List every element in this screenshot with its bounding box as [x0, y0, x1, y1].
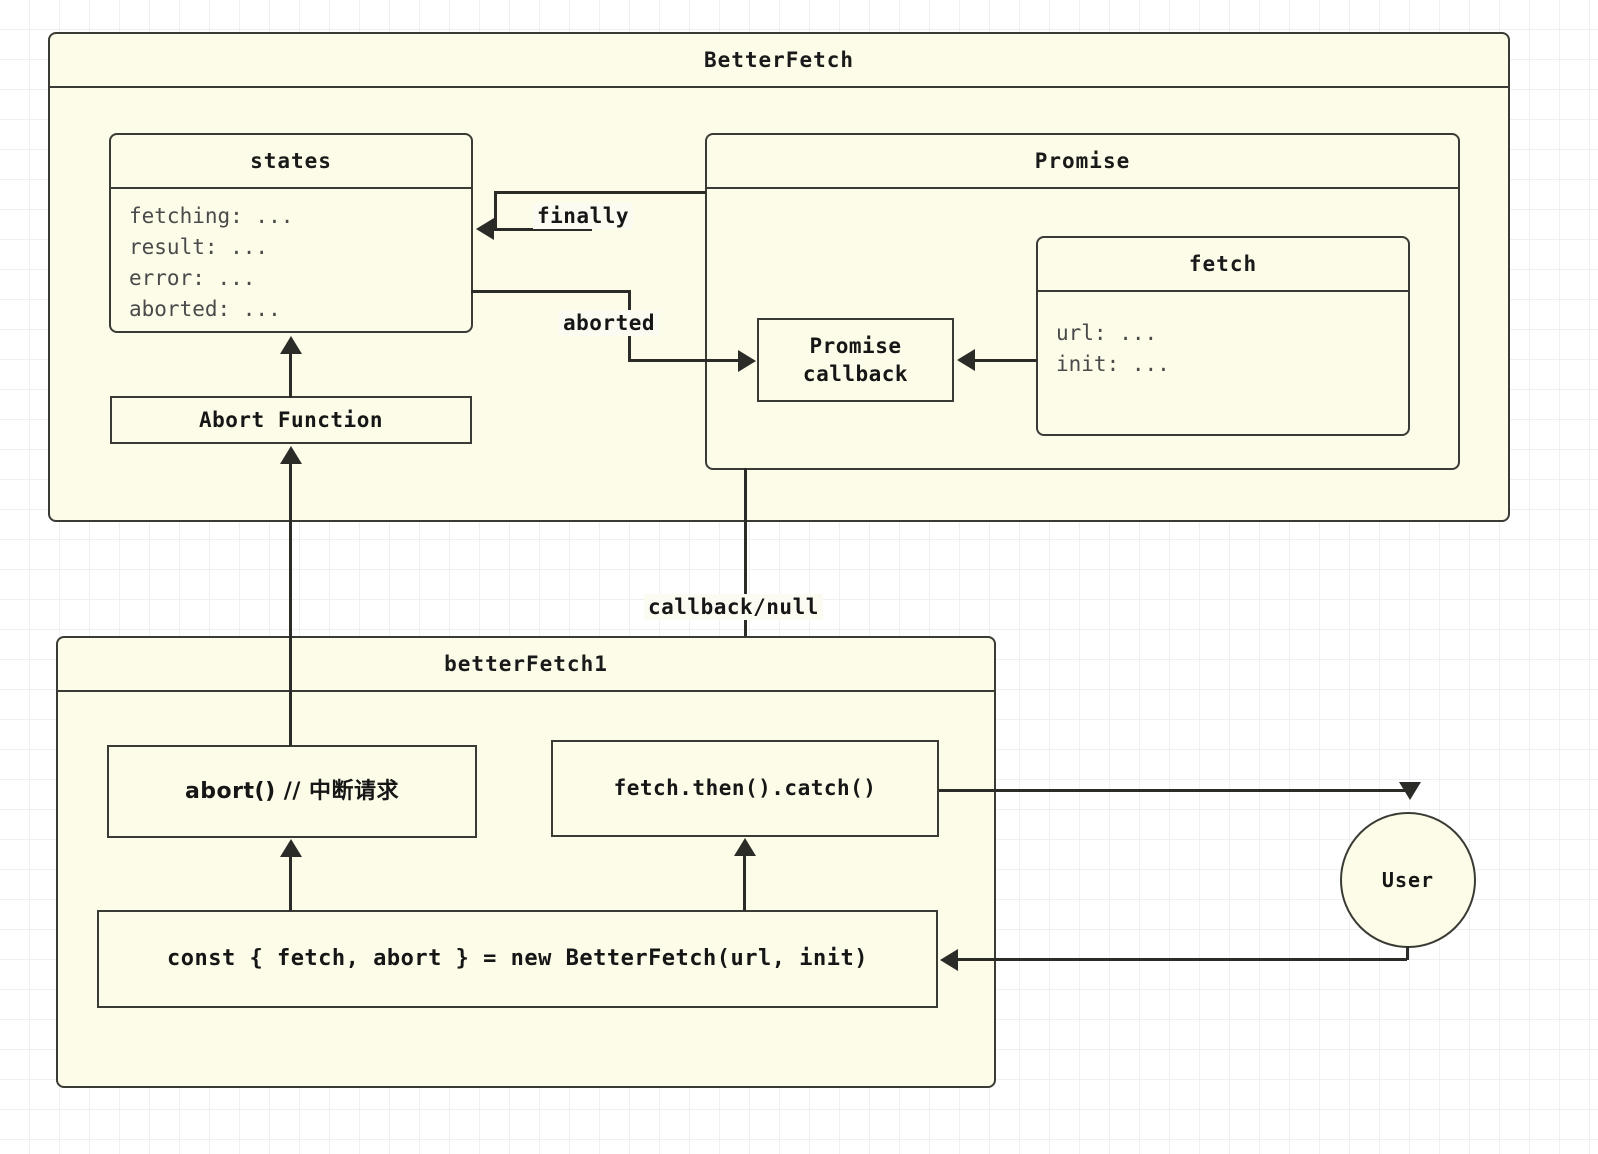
edge-const-to-fetchthen-line: [743, 854, 746, 911]
fetch-title: fetch: [1038, 238, 1408, 292]
edge-abort-to-abortfn-arrowhead: [280, 446, 302, 464]
edge-const-to-abort-arrowhead: [280, 839, 302, 857]
abort-function-node: Abort Function: [110, 396, 472, 444]
betterfetch-title: BetterFetch: [50, 34, 1508, 88]
fetch-then-catch-node: fetch.then().catch(): [551, 740, 939, 837]
states-node: states fetching: ... result: ... error: …: [109, 133, 473, 333]
fetch-attr-url: url: ...: [1056, 321, 1158, 345]
edge-aborted-arrowhead: [738, 350, 756, 372]
edge-user-to-const-seg1: [1406, 946, 1409, 960]
edge-abortfn-to-states-line: [289, 352, 292, 398]
fetch-attr-init: init: ...: [1056, 352, 1170, 377]
user-actor: User: [1340, 812, 1476, 948]
edge-user-to-const-arrowhead: [940, 949, 958, 971]
edge-const-to-fetchthen-arrowhead: [734, 838, 756, 856]
betterfetch1-title: betterFetch1: [58, 638, 994, 692]
edge-aborted-seg3: [628, 359, 741, 362]
edge-finally-elbow: [494, 191, 497, 230]
edge-fetchthen-to-user-arrowhead: [1399, 782, 1421, 800]
promise-callback-node: Promise callback: [757, 318, 954, 402]
states-attributes: fetching: ... result: ... error: ... abo…: [111, 189, 471, 335]
edge-abortfn-to-states-arrowhead: [280, 336, 302, 354]
edge-fetch-to-callback-line: [975, 359, 1037, 362]
edge-finally-arrowhead: [476, 218, 494, 240]
states-title: states: [111, 135, 471, 189]
promise-title: Promise: [707, 135, 1458, 189]
fetch-node: fetch url: ... init: ...: [1036, 236, 1410, 436]
betterfetch1-container: betterFetch1: [56, 636, 996, 1088]
edge-fetch-to-callback-arrowhead: [957, 349, 975, 371]
states-attr-aborted: aborted: ...: [129, 297, 281, 322]
fetch-attributes: url: ... init: ...: [1038, 292, 1408, 390]
edge-finally-label: finally: [533, 203, 634, 229]
edge-const-to-abort-line: [289, 855, 292, 911]
states-attr-result: result: ...: [129, 235, 269, 260]
abort-call-node: abort() // 中断请求: [107, 745, 477, 838]
states-attr-fetching: fetching: ...: [129, 204, 294, 228]
edge-aborted-label: aborted: [559, 310, 660, 336]
edge-finally-arrow-line: [492, 228, 592, 231]
edge-finally-line: [494, 191, 706, 194]
edge-callback-null-label: callback/null: [644, 594, 823, 620]
const-declaration-node: const { fetch, abort } = new BetterFetch…: [97, 910, 938, 1008]
edge-abort-to-abortfn-line: [289, 462, 292, 746]
edge-user-to-const-seg2: [957, 958, 1407, 961]
edge-aborted-seg1: [471, 290, 631, 293]
states-attr-error: error: ...: [129, 266, 256, 291]
edge-fetchthen-to-user-line: [939, 789, 1410, 792]
